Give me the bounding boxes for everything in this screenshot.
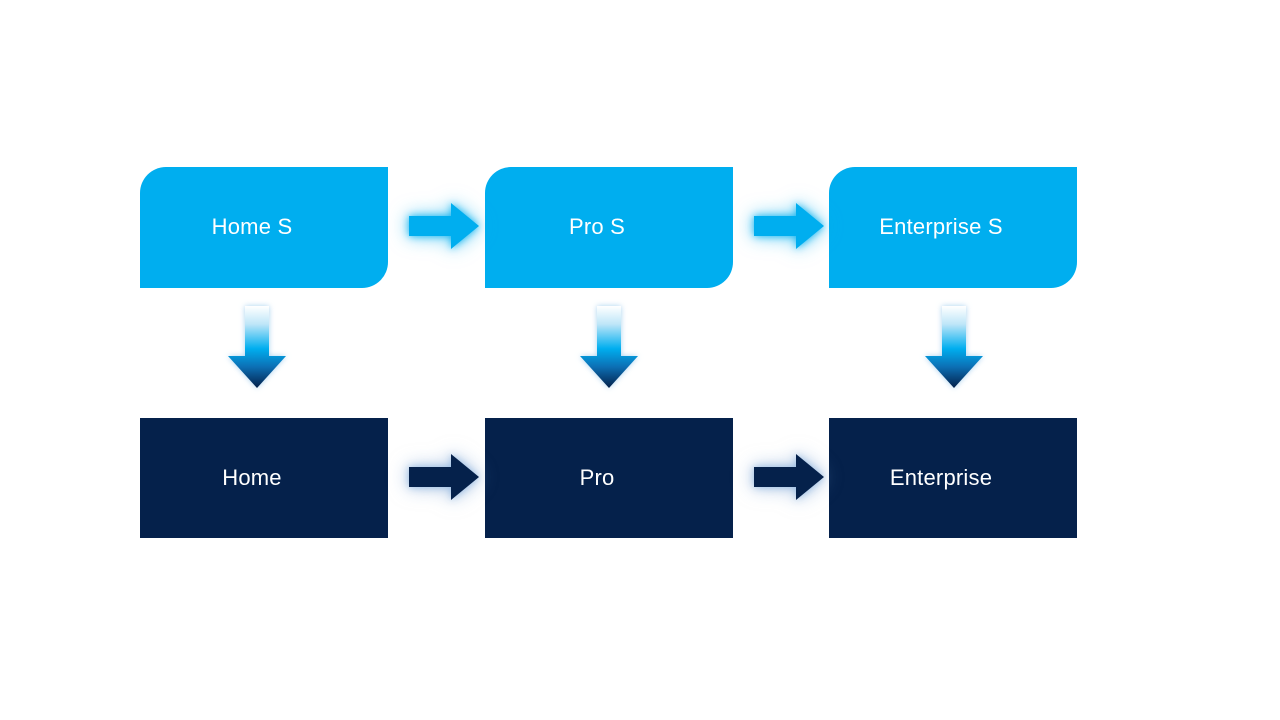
node-enterprise-s[interactable]: Enterprise S (829, 167, 1077, 288)
node-home-s[interactable]: Home S (140, 167, 388, 288)
down-arrow-icon (228, 306, 286, 388)
right-arrow-icon (754, 203, 824, 249)
node-label: Home (222, 464, 282, 490)
node-label: Pro S (568, 214, 626, 240)
down-arrow-icon (580, 306, 638, 388)
down-arrow-icon (925, 306, 983, 388)
node-label: Enterprise S (879, 214, 1003, 240)
right-arrow-icon (409, 203, 479, 249)
node-enterprise[interactable]: Enterprise (829, 418, 1077, 538)
node-label: Enterprise (889, 464, 993, 490)
node-label: Home S (211, 214, 293, 240)
node-label: Pro (579, 464, 615, 490)
node-pro-s[interactable]: Pro S (485, 167, 733, 288)
node-home[interactable]: Home (140, 418, 388, 538)
node-pro[interactable]: Pro (485, 418, 733, 538)
right-arrow-icon (754, 454, 824, 500)
right-arrow-icon (409, 454, 479, 500)
